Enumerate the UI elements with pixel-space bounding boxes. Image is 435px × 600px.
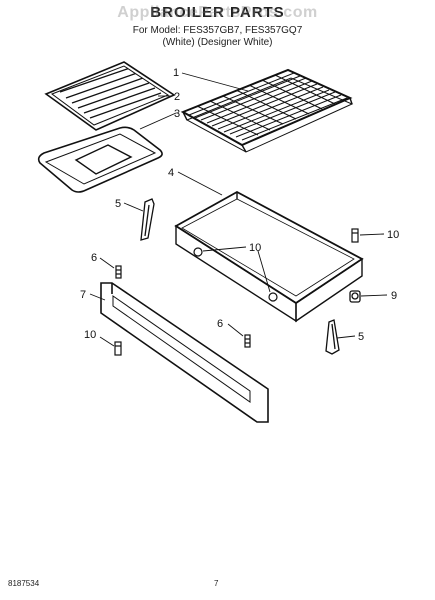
watermark: AppliancePartsPros.com: [117, 4, 318, 21]
broiler-drawer: [174, 190, 364, 323]
screw-part-10-lower-left: [114, 341, 122, 356]
diagram-title: BROILER PARTS: [150, 4, 285, 21]
callout-10-lower-left: 10: [84, 329, 96, 341]
screw-part-10-drawer-back: [268, 292, 278, 302]
doc-number: 8187534: [8, 579, 40, 588]
drawer-slide-right: [325, 319, 340, 355]
broiler-grill: [44, 61, 176, 131]
leader-lines: [89, 72, 388, 347]
callout-6-lower: 6: [217, 318, 223, 330]
callout-5-left: 5: [115, 198, 121, 210]
page-number: 7: [214, 579, 219, 588]
model-line: For Model: FES357GB7, FES357GQ7: [132, 25, 303, 36]
screw-part-10-right: [351, 228, 359, 243]
drawer-front-panel: [100, 282, 269, 423]
callout-3: 3: [174, 108, 180, 120]
callout-10-drawer: 10: [249, 242, 261, 254]
callout-9: 9: [391, 290, 397, 302]
oven-rack: [180, 68, 354, 153]
callout-4: 4: [168, 167, 174, 179]
broiler-pan: [37, 126, 163, 193]
callout-6-upper: 6: [91, 252, 97, 264]
callout-2: 2: [174, 91, 180, 103]
variant-line: (White) (Designer White): [162, 37, 273, 48]
screw-part-10-drawer-front: [193, 247, 203, 257]
callout-10-right: 10: [387, 229, 399, 241]
callout-7: 7: [80, 289, 86, 301]
drawer-roller: [349, 290, 361, 303]
drawer-slide-left: [140, 198, 155, 241]
callout-5-right: 5: [358, 331, 364, 343]
callout-1: 1: [173, 67, 179, 79]
screw-part-6-lower: [244, 334, 251, 348]
screw-part-6-upper: [115, 265, 122, 279]
